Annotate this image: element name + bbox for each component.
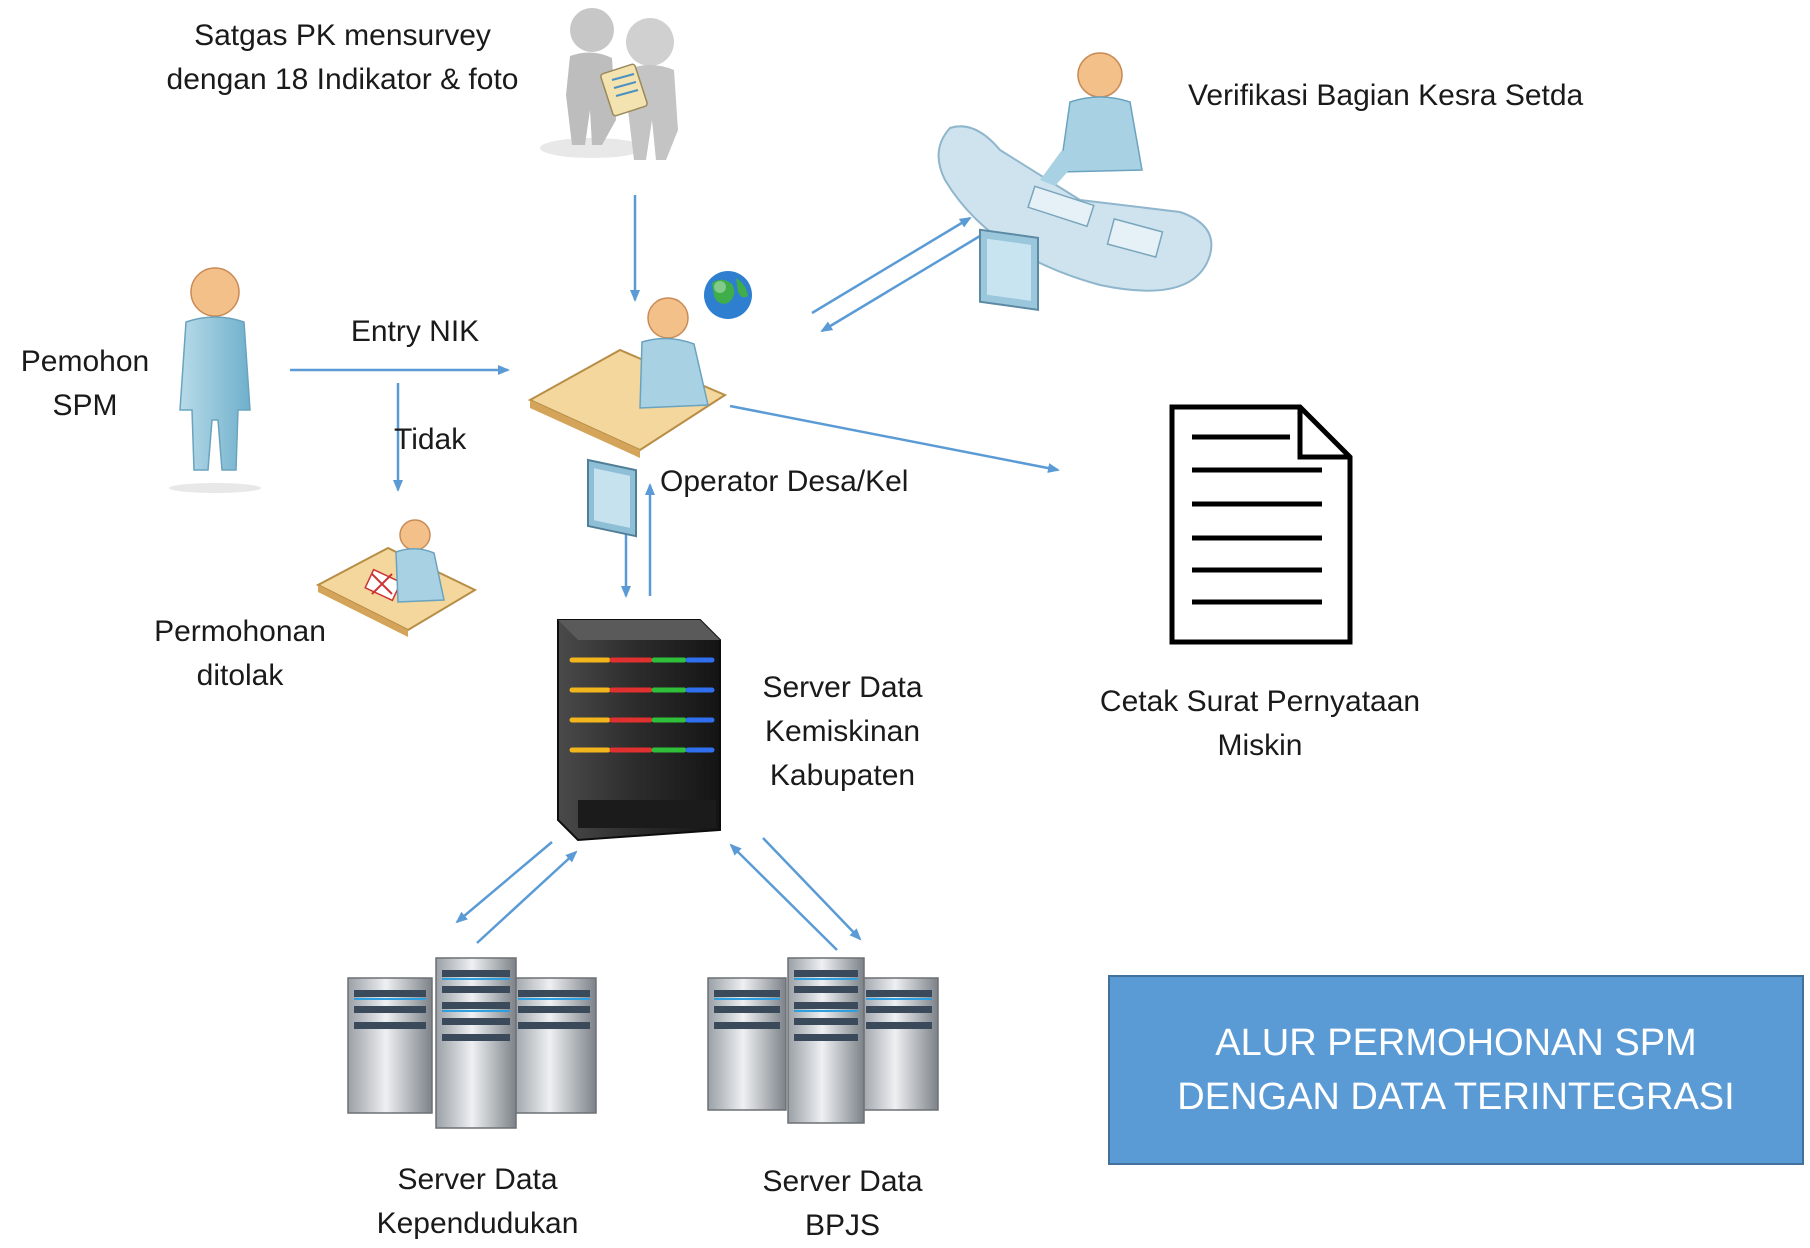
- arrows: [290, 195, 1060, 951]
- document-icon: [1169, 404, 1353, 645]
- ditolak-label-line1: Permohonan: [154, 615, 326, 648]
- tidak-label: Tidak: [394, 418, 494, 462]
- server-cluster-icon-bpjs: [707, 957, 939, 1124]
- server-kemiskinan-line2: Kemiskinan: [764, 715, 921, 748]
- server-bpjs-label: Server Data BPJS: [735, 1160, 950, 1248]
- tidak-text: Tidak: [394, 423, 467, 456]
- title-line1: ALUR PERMOHONAN SPM: [1215, 1022, 1697, 1064]
- server-bpjs-line1: Server Data: [762, 1165, 923, 1198]
- server-kemiskinan-line1: Server Data: [762, 671, 923, 704]
- ditolak-label: Permohonan ditolak: [130, 610, 350, 698]
- operator-desk-icon: [527, 271, 752, 538]
- satgas-label: Satgas PK mensurvey dengan 18 Indikator …: [130, 14, 555, 102]
- verifikasi-label: Verifikasi Bagian Kesra Setda: [1188, 74, 1628, 118]
- server-kependudukan-label: Server Data Kependudukan: [355, 1158, 600, 1246]
- entry-nik-text: Entry NIK: [350, 315, 480, 348]
- title-box: ALUR PERMOHONAN SPM DENGAN DATA TERINTEG…: [1108, 975, 1804, 1165]
- server-kependudukan-line2: Kependudukan: [376, 1207, 579, 1240]
- arrow-server-to-bpjs: [762, 837, 862, 941]
- server-kependudukan-line1: Server Data: [397, 1163, 558, 1196]
- cetak-label-line2: Miskin: [1217, 729, 1303, 762]
- arrow-bpjs-to-server: [729, 843, 838, 951]
- rejected-desk-icon: [315, 519, 478, 637]
- server-kemiskinan-line3: Kabupaten: [769, 759, 916, 792]
- two-people-survey-icon: [540, 8, 678, 160]
- arrow-verifikasi-to-operator: [820, 231, 986, 333]
- server-cluster-icon-kependudukan: [347, 957, 597, 1129]
- satgas-label-line2: dengan 18 Indikator & foto: [166, 63, 519, 96]
- entry-nik-label: Entry NIK: [330, 310, 500, 354]
- arrow-kependudukan-to-server: [476, 850, 578, 944]
- server-tower-icon: [557, 619, 721, 842]
- arrow-operator-to-cetak: [729, 404, 1060, 473]
- operator-label-line1: Operator Desa/Kel: [660, 465, 909, 498]
- pemohon-label-line2: SPM: [52, 389, 118, 422]
- satgas-label-line1: Satgas PK mensurvey: [194, 19, 491, 52]
- server-bpjs-line2: BPJS: [804, 1209, 881, 1242]
- cetak-label-line1: Cetak Surat Pernyataan: [1099, 685, 1421, 718]
- arrow-server-to-kependudukan: [455, 841, 553, 924]
- cetak-label: Cetak Surat Pernyataan Miskin: [1070, 680, 1450, 768]
- operator-label: Operator Desa/Kel: [660, 460, 950, 504]
- pemohon-label: Pemohon SPM: [0, 340, 170, 428]
- server-kemiskinan-label: Server Data Kemiskinan Kabupaten: [735, 666, 950, 798]
- ditolak-label-line2: ditolak: [196, 659, 284, 692]
- verifikasi-label-line1: Verifikasi Bagian Kesra Setda: [1188, 79, 1584, 112]
- person-standing-icon: [169, 267, 261, 493]
- title-line2: DENGAN DATA TERINTEGRASI: [1177, 1076, 1735, 1118]
- pemohon-label-line1: Pemohon: [20, 345, 150, 378]
- arrow-operator-to-verifikasi: [811, 216, 972, 315]
- verifier-workstation-icon: [937, 52, 1213, 312]
